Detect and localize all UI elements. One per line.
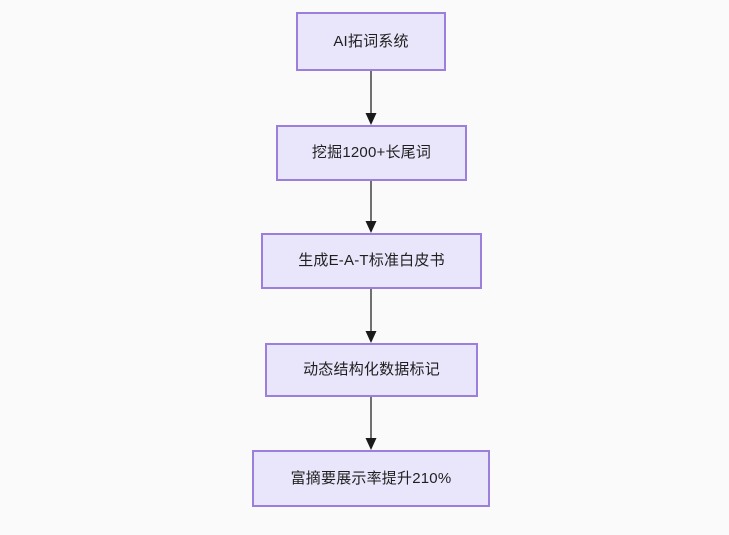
arrowhead-icon [365,221,377,233]
flow-edge-4-to-5 [365,397,377,450]
flow-node-label: 生成E-A-T标准白皮书 [298,252,445,269]
flow-node-label: AI拓词系统 [333,32,409,50]
flow-edge-2-to-3 [365,181,377,233]
arrowhead-icon [365,438,377,450]
flow-node-mine-longtail-keywords[interactable]: 挖掘1200+长尾词 [276,125,467,181]
arrowhead-icon [365,331,377,343]
flow-node-generate-eat-whitepaper[interactable]: 生成E-A-T标准白皮书 [261,233,482,289]
flow-node-label: 挖掘1200+长尾词 [311,144,432,161]
flow-node-label: 动态结构化数据标记 [303,361,440,378]
flow-edge-3-to-4 [365,289,377,343]
flow-edge-1-to-2 [365,71,377,125]
flow-node-ai-keyword-system[interactable]: AI拓词系统 [296,12,446,71]
arrowhead-icon [365,113,377,125]
flow-node-dynamic-structured-data-markup[interactable]: 动态结构化数据标记 [265,343,478,397]
flow-node-rich-snippet-impression-lift[interactable]: 富摘要展示率提升210% [252,450,490,507]
flow-node-label: 富摘要展示率提升210% [290,469,452,487]
